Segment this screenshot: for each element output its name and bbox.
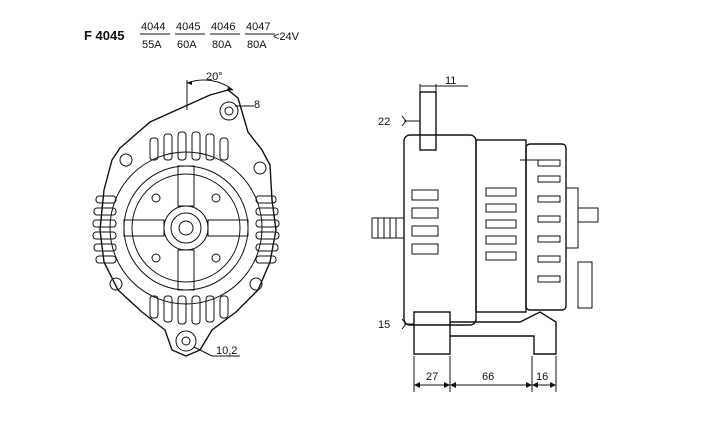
variant-3: 4046 80A: [210, 21, 240, 51]
lower-gap-label: 15: [378, 319, 390, 331]
bolt-bl: [151, 253, 161, 263]
housing-outline: [99, 89, 277, 357]
bolt-tl: [151, 193, 161, 203]
variant-code: 4044: [141, 21, 165, 33]
top-lug: [419, 91, 437, 151]
bottom-lug: [413, 311, 451, 355]
top-width-label: 11: [445, 75, 456, 87]
spoke-left: [123, 219, 165, 237]
header: F 4045 4044 55A 4045 60A 4046 80A 4047 8…: [84, 21, 300, 51]
model-number: F 4045: [84, 28, 124, 43]
voltage-label: <24V: [273, 31, 300, 43]
angle-label: 20°: [206, 71, 223, 83]
rear-housing: [525, 143, 567, 311]
dim-16: 16: [536, 371, 548, 383]
boss-bl: [109, 277, 123, 291]
bottom-mount-boss: [175, 330, 197, 352]
left-vents: [92, 195, 117, 264]
front-fins: [411, 189, 439, 255]
bolt-br: [211, 253, 221, 263]
variant-2: 4045 60A: [175, 21, 205, 51]
spoke-bottom: [177, 249, 195, 291]
bottom-bracket: [450, 311, 557, 355]
bottom-vents: [149, 295, 229, 325]
variant-current: 80A: [247, 39, 267, 51]
variant-1: 4044 55A: [140, 21, 170, 51]
top-mount-ear: [219, 101, 239, 121]
outer-ring: [109, 151, 263, 305]
dim-27: 27: [426, 371, 438, 383]
bottom-hole-label: 10,2: [216, 345, 237, 357]
front-view: 20° 8 10,2: [92, 71, 280, 357]
terminal-stud: [577, 207, 599, 223]
top-mount-hole: [224, 106, 234, 116]
regulator: [565, 187, 579, 249]
bottom-hole-leader: [193, 346, 213, 357]
connector: [577, 261, 593, 309]
lower-gap-arrow: [401, 318, 407, 330]
hole-label: 8: [254, 99, 260, 111]
variant-code: 4047: [246, 21, 270, 33]
rear-fins: [537, 159, 561, 283]
spoke-top: [177, 165, 195, 207]
dim-66: 66: [482, 371, 494, 383]
angle-arrow-left: [187, 81, 192, 85]
inner-ring: [131, 173, 241, 283]
boss-br: [249, 277, 263, 291]
side-view: 11 22: [371, 75, 599, 392]
shaft: [178, 220, 194, 236]
variant-code: 4045: [176, 21, 200, 33]
shaft-end: [371, 217, 405, 239]
hub-mid: [170, 212, 202, 244]
drive-end-housing: [403, 134, 477, 326]
boss-tr: [253, 161, 267, 175]
variant-current: 60A: [177, 39, 197, 51]
variant-code: 4046: [211, 21, 235, 33]
stator: [475, 139, 527, 313]
shaft-threads: [377, 218, 397, 238]
upper-gap-arrow: [401, 115, 407, 127]
variant-4: 4047 80A: [245, 21, 275, 51]
dim-arrows: [414, 382, 556, 388]
bottom-mount-hole: [181, 336, 191, 346]
top-vents: [149, 131, 229, 161]
upper-gap-label: 22: [378, 116, 390, 128]
spoke-right: [207, 219, 249, 237]
stator-fins: [485, 187, 517, 261]
bolt-tr: [211, 193, 221, 203]
variant-current: 55A: [142, 39, 162, 51]
right-vents: [255, 195, 280, 264]
boss-tl: [119, 153, 133, 167]
vent-ring: [123, 165, 249, 291]
variant-current: 80A: [212, 39, 232, 51]
